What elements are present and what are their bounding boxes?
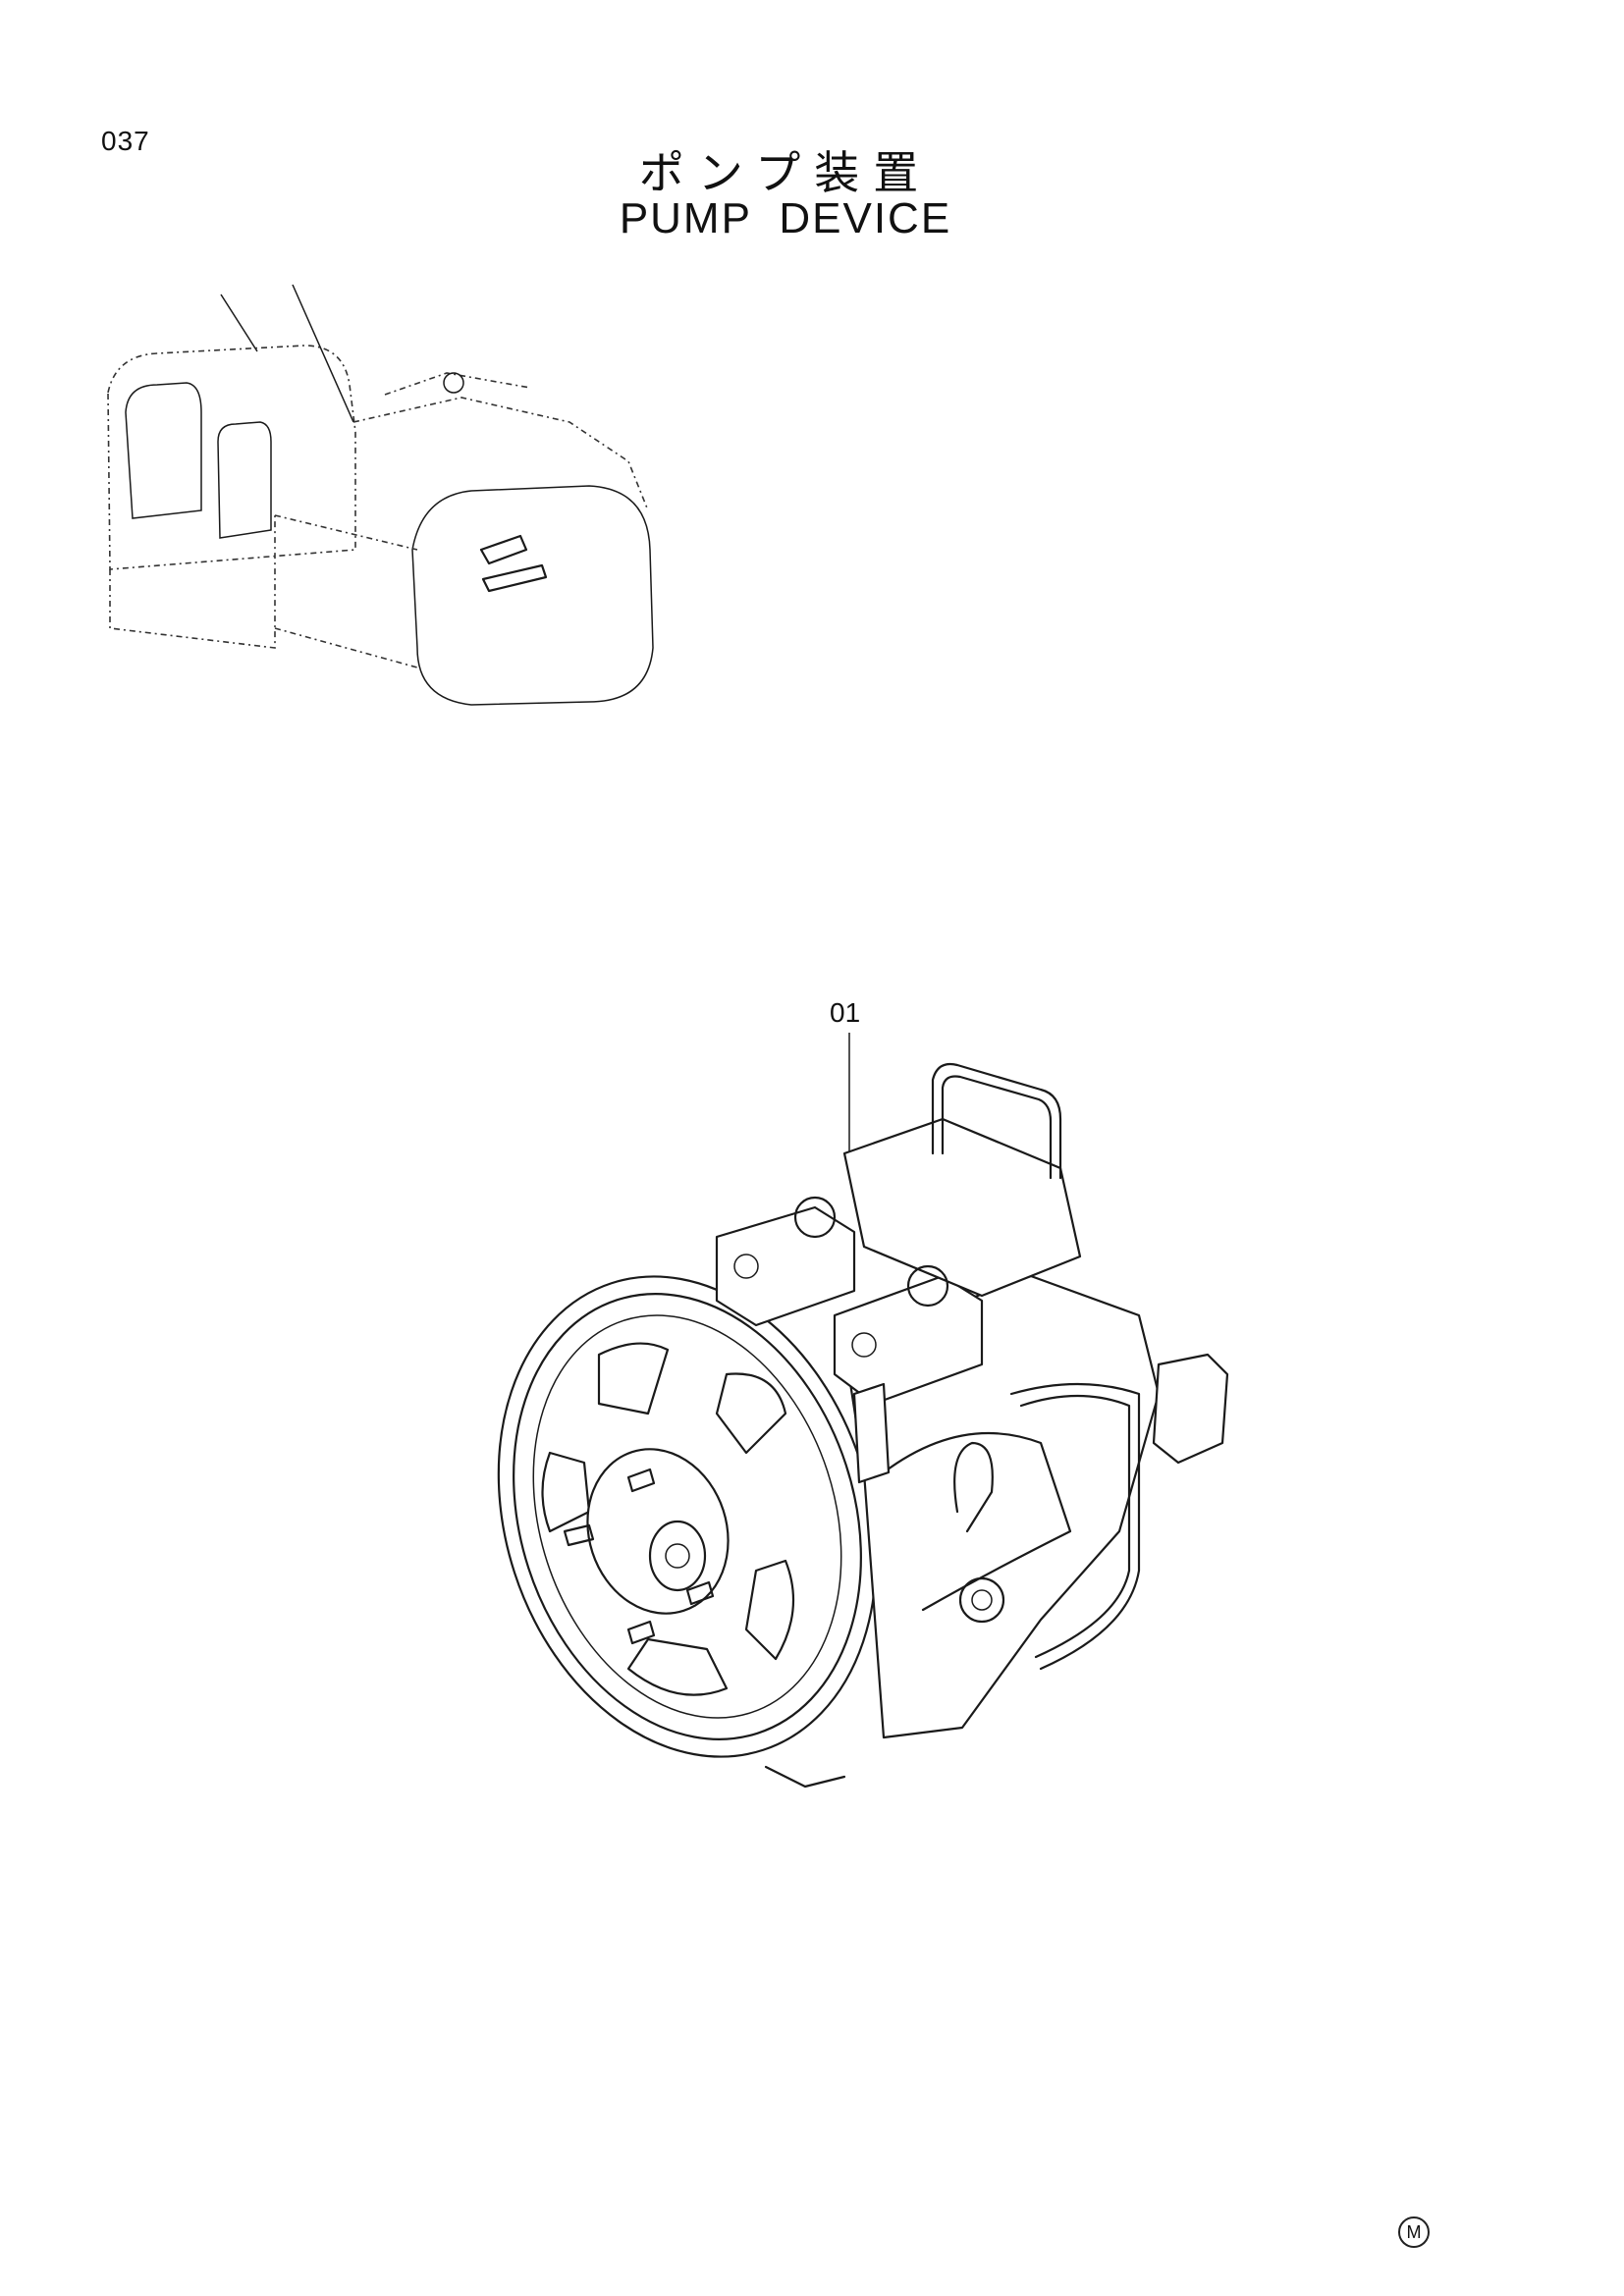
callout-label: 01	[830, 997, 861, 1028]
pressure-sensor	[852, 1382, 891, 1484]
pilot-pipe	[931, 1062, 1062, 1180]
footer-mark: M	[1398, 2216, 1430, 2248]
title-english: PUMP DEVICE	[619, 194, 952, 242]
page-number: 037	[101, 126, 150, 156]
side-fitting	[1152, 1353, 1229, 1465]
pump-body	[842, 1274, 1161, 1739]
title-japanese: ポンプ装置	[638, 146, 933, 199]
